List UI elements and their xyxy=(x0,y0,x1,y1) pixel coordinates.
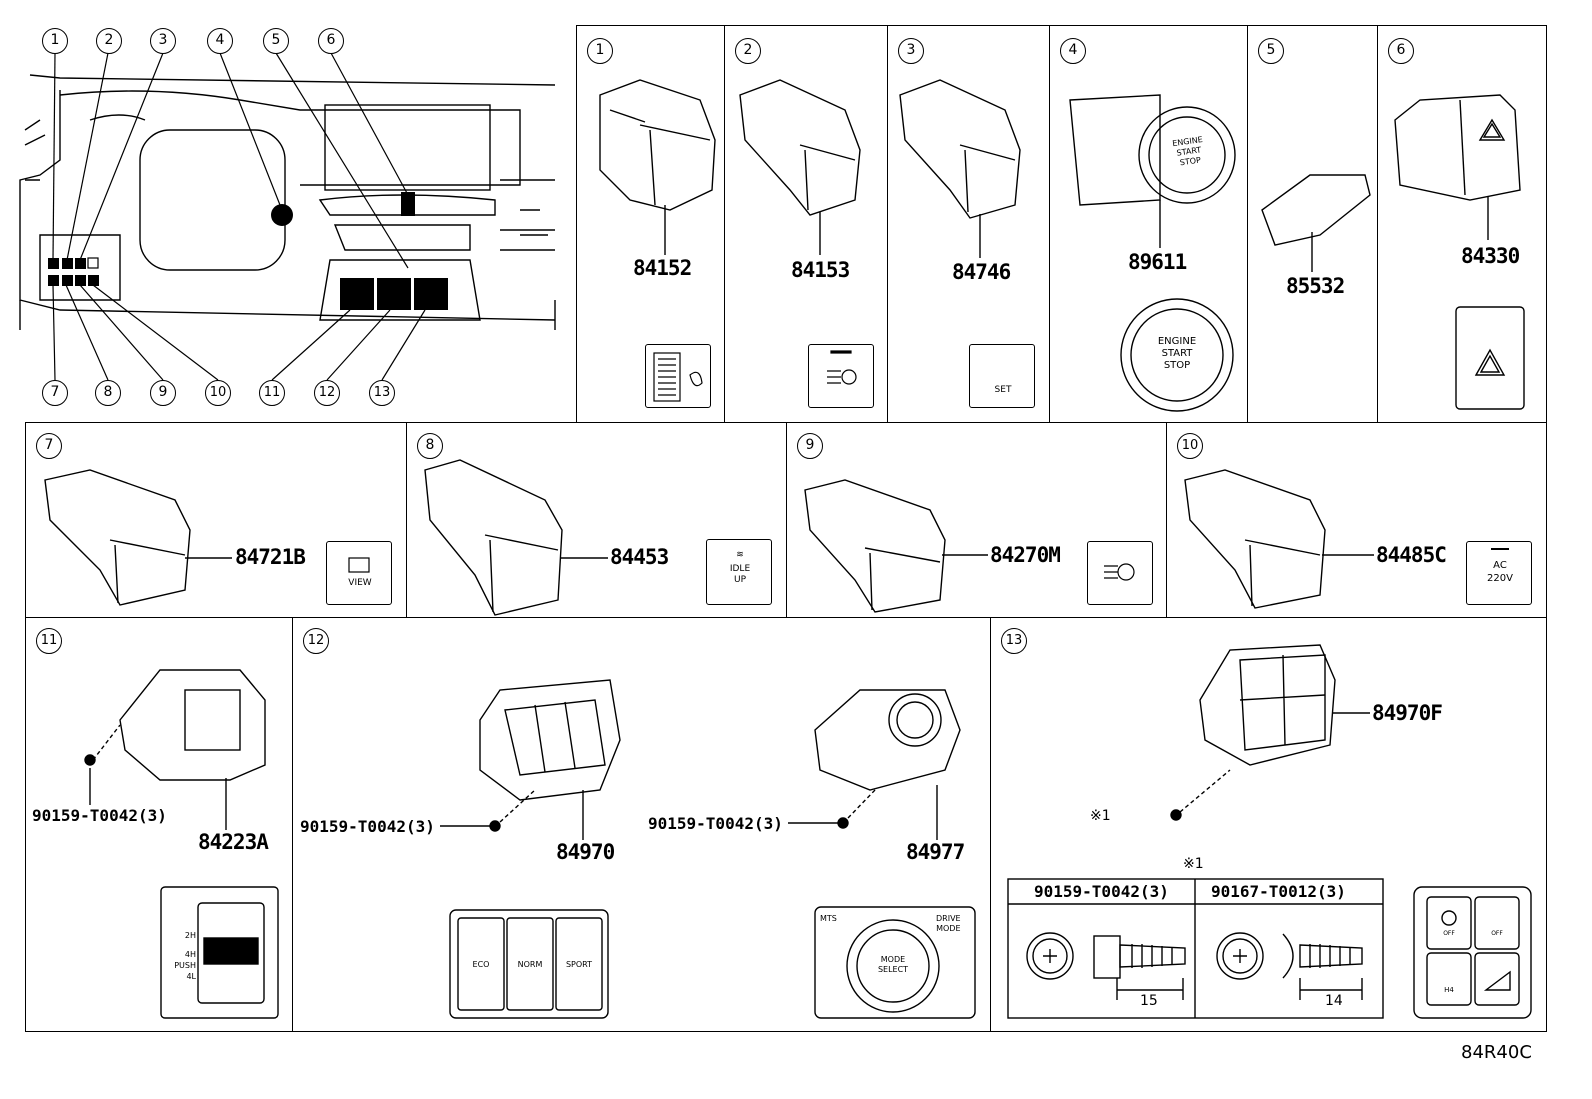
panel-7-number: 7 xyxy=(36,433,62,459)
callout-11: 11 xyxy=(259,380,285,406)
eco-button: ECO xyxy=(472,960,490,969)
voltage-label: 220V xyxy=(1487,573,1513,584)
fastener-90167-length: 14 xyxy=(1325,993,1343,1009)
fastener-90159: 90159-T0042(3) xyxy=(1034,882,1169,901)
fastener-90159-length: 15 xyxy=(1140,993,1158,1009)
camera-view-icon: VIEW xyxy=(326,541,392,605)
screw-90159-panel-12-right: 90159-T0042(3) xyxy=(648,814,783,833)
panel-5-number: 5 xyxy=(1258,38,1284,64)
part-84721B: 84721B xyxy=(235,545,306,569)
idle-up-icon: ≋ IDLE UP xyxy=(706,539,772,605)
callout-4: 4 xyxy=(207,28,233,54)
auto-highbeam-icon xyxy=(808,344,874,408)
part-84330: 84330 xyxy=(1461,244,1520,268)
callout-5: 5 xyxy=(263,28,289,54)
note-ref-1: ※1 xyxy=(1090,808,1111,824)
ac-220v-icon: AC 220V xyxy=(1466,541,1532,605)
tpms-set-icon: SET xyxy=(969,344,1035,408)
idle-up-glyph: ≋ xyxy=(736,550,744,560)
panel-1-number: 1 xyxy=(587,38,613,64)
part-89611: 89611 xyxy=(1128,250,1187,274)
view-label: VIEW xyxy=(348,578,372,588)
part-84970F: 84970F xyxy=(1372,701,1443,725)
off-label-2: OFF xyxy=(1491,930,1503,937)
panel-3-number: 3 xyxy=(898,38,924,64)
transfer-selector-labels: 2H 4H PUSH 4L xyxy=(174,931,196,981)
headlamp-cleaner-icon xyxy=(1087,541,1153,605)
sport-button: SPORT xyxy=(565,960,593,969)
part-85532: 85532 xyxy=(1286,274,1345,298)
part-84977: 84977 xyxy=(906,840,965,864)
panel-13 xyxy=(990,617,1547,1032)
screw-90159-panel-12-left: 90159-T0042(3) xyxy=(300,817,435,836)
tpms-set-label: SET xyxy=(994,385,1012,395)
part-84152: 84152 xyxy=(633,256,692,280)
panel-12-number: 12 xyxy=(303,628,329,654)
h4-label: H4 xyxy=(1444,986,1454,994)
part-84970: 84970 xyxy=(556,840,615,864)
part-84746: 84746 xyxy=(952,260,1011,284)
callout-12: 12 xyxy=(314,380,340,406)
off-label-1: OFF xyxy=(1443,930,1455,937)
callout-3: 3 xyxy=(150,28,176,54)
ac-indicator xyxy=(1491,548,1509,550)
part-84270M: 84270M xyxy=(990,543,1061,567)
callout-13: 13 xyxy=(369,380,395,406)
screw-90159-panel-11: 90159-T0042(3) xyxy=(32,806,167,825)
idle-label: IDLE xyxy=(729,564,751,574)
callout-10: 10 xyxy=(205,380,231,406)
bottom-row-switch-drawings xyxy=(84,644,1532,1019)
panel-8-number: 8 xyxy=(417,433,443,459)
callout-9: 9 xyxy=(150,380,176,406)
panel-2-number: 2 xyxy=(735,38,761,64)
panel-6-number: 6 xyxy=(1388,38,1414,64)
callout-8: 8 xyxy=(95,380,121,406)
footer-code: 84R40C xyxy=(1461,1042,1532,1063)
overview-diagram: 1 2 3 4 5 6 7 8 9 10 11 12 13 xyxy=(0,0,575,422)
part-84453: 84453 xyxy=(610,545,669,569)
ac-label: AC xyxy=(1493,560,1507,571)
note-header-1: ※1 xyxy=(1183,856,1204,872)
panel-9-number: 9 xyxy=(797,433,823,459)
callout-7: 7 xyxy=(42,380,68,406)
part-84485C: 84485C xyxy=(1376,543,1447,567)
callout-1: 1 xyxy=(42,28,68,54)
panel-11-number: 11 xyxy=(36,628,62,654)
panel-10-number: 10 xyxy=(1177,433,1203,459)
middle-row-switch-drawings xyxy=(44,459,1374,616)
mts-label: MTS xyxy=(820,914,837,923)
callout-6: 6 xyxy=(318,28,344,54)
part-84223A: 84223A xyxy=(198,830,269,854)
fog-light-switch-icon xyxy=(645,344,711,408)
dashboard-drawing xyxy=(19,52,556,381)
panel-4-number: 4 xyxy=(1060,38,1086,64)
panel-13-number: 13 xyxy=(1001,628,1027,654)
callout-2: 2 xyxy=(96,28,122,54)
top-row-switch-drawings xyxy=(599,79,1525,412)
up-label: UP xyxy=(733,575,746,585)
norm-button: NORM xyxy=(517,960,543,969)
fastener-90167: 90167-T0012(3) xyxy=(1211,882,1346,901)
part-84153: 84153 xyxy=(791,258,850,282)
